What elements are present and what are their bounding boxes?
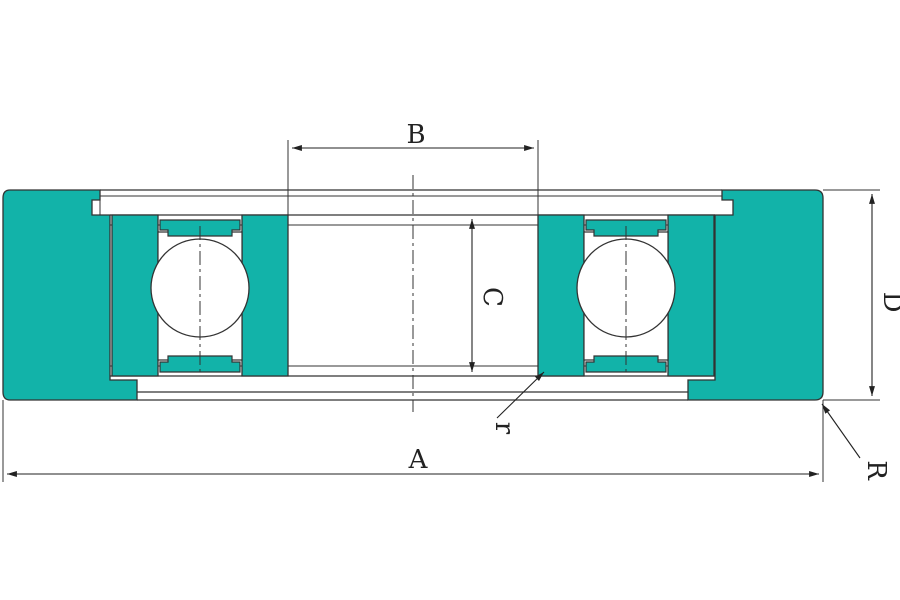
right-bearing	[537, 214, 715, 377]
radius-r-leader: r	[489, 371, 545, 435]
label-d: D	[877, 292, 900, 313]
label-a: A	[408, 445, 429, 475]
outer-ring-right	[687, 189, 824, 401]
label-c: C	[477, 287, 507, 307]
dimension-d: D	[823, 189, 900, 401]
dimension-c: C	[469, 219, 507, 372]
dimension-a: A	[2, 400, 824, 482]
left-bearing	[111, 214, 289, 377]
radius-R-leader: R	[821, 403, 891, 481]
dimension-b: B	[287, 120, 539, 215]
label-r-large: R	[861, 460, 891, 481]
label-b: B	[406, 120, 425, 150]
label-r-small: r	[489, 422, 519, 435]
